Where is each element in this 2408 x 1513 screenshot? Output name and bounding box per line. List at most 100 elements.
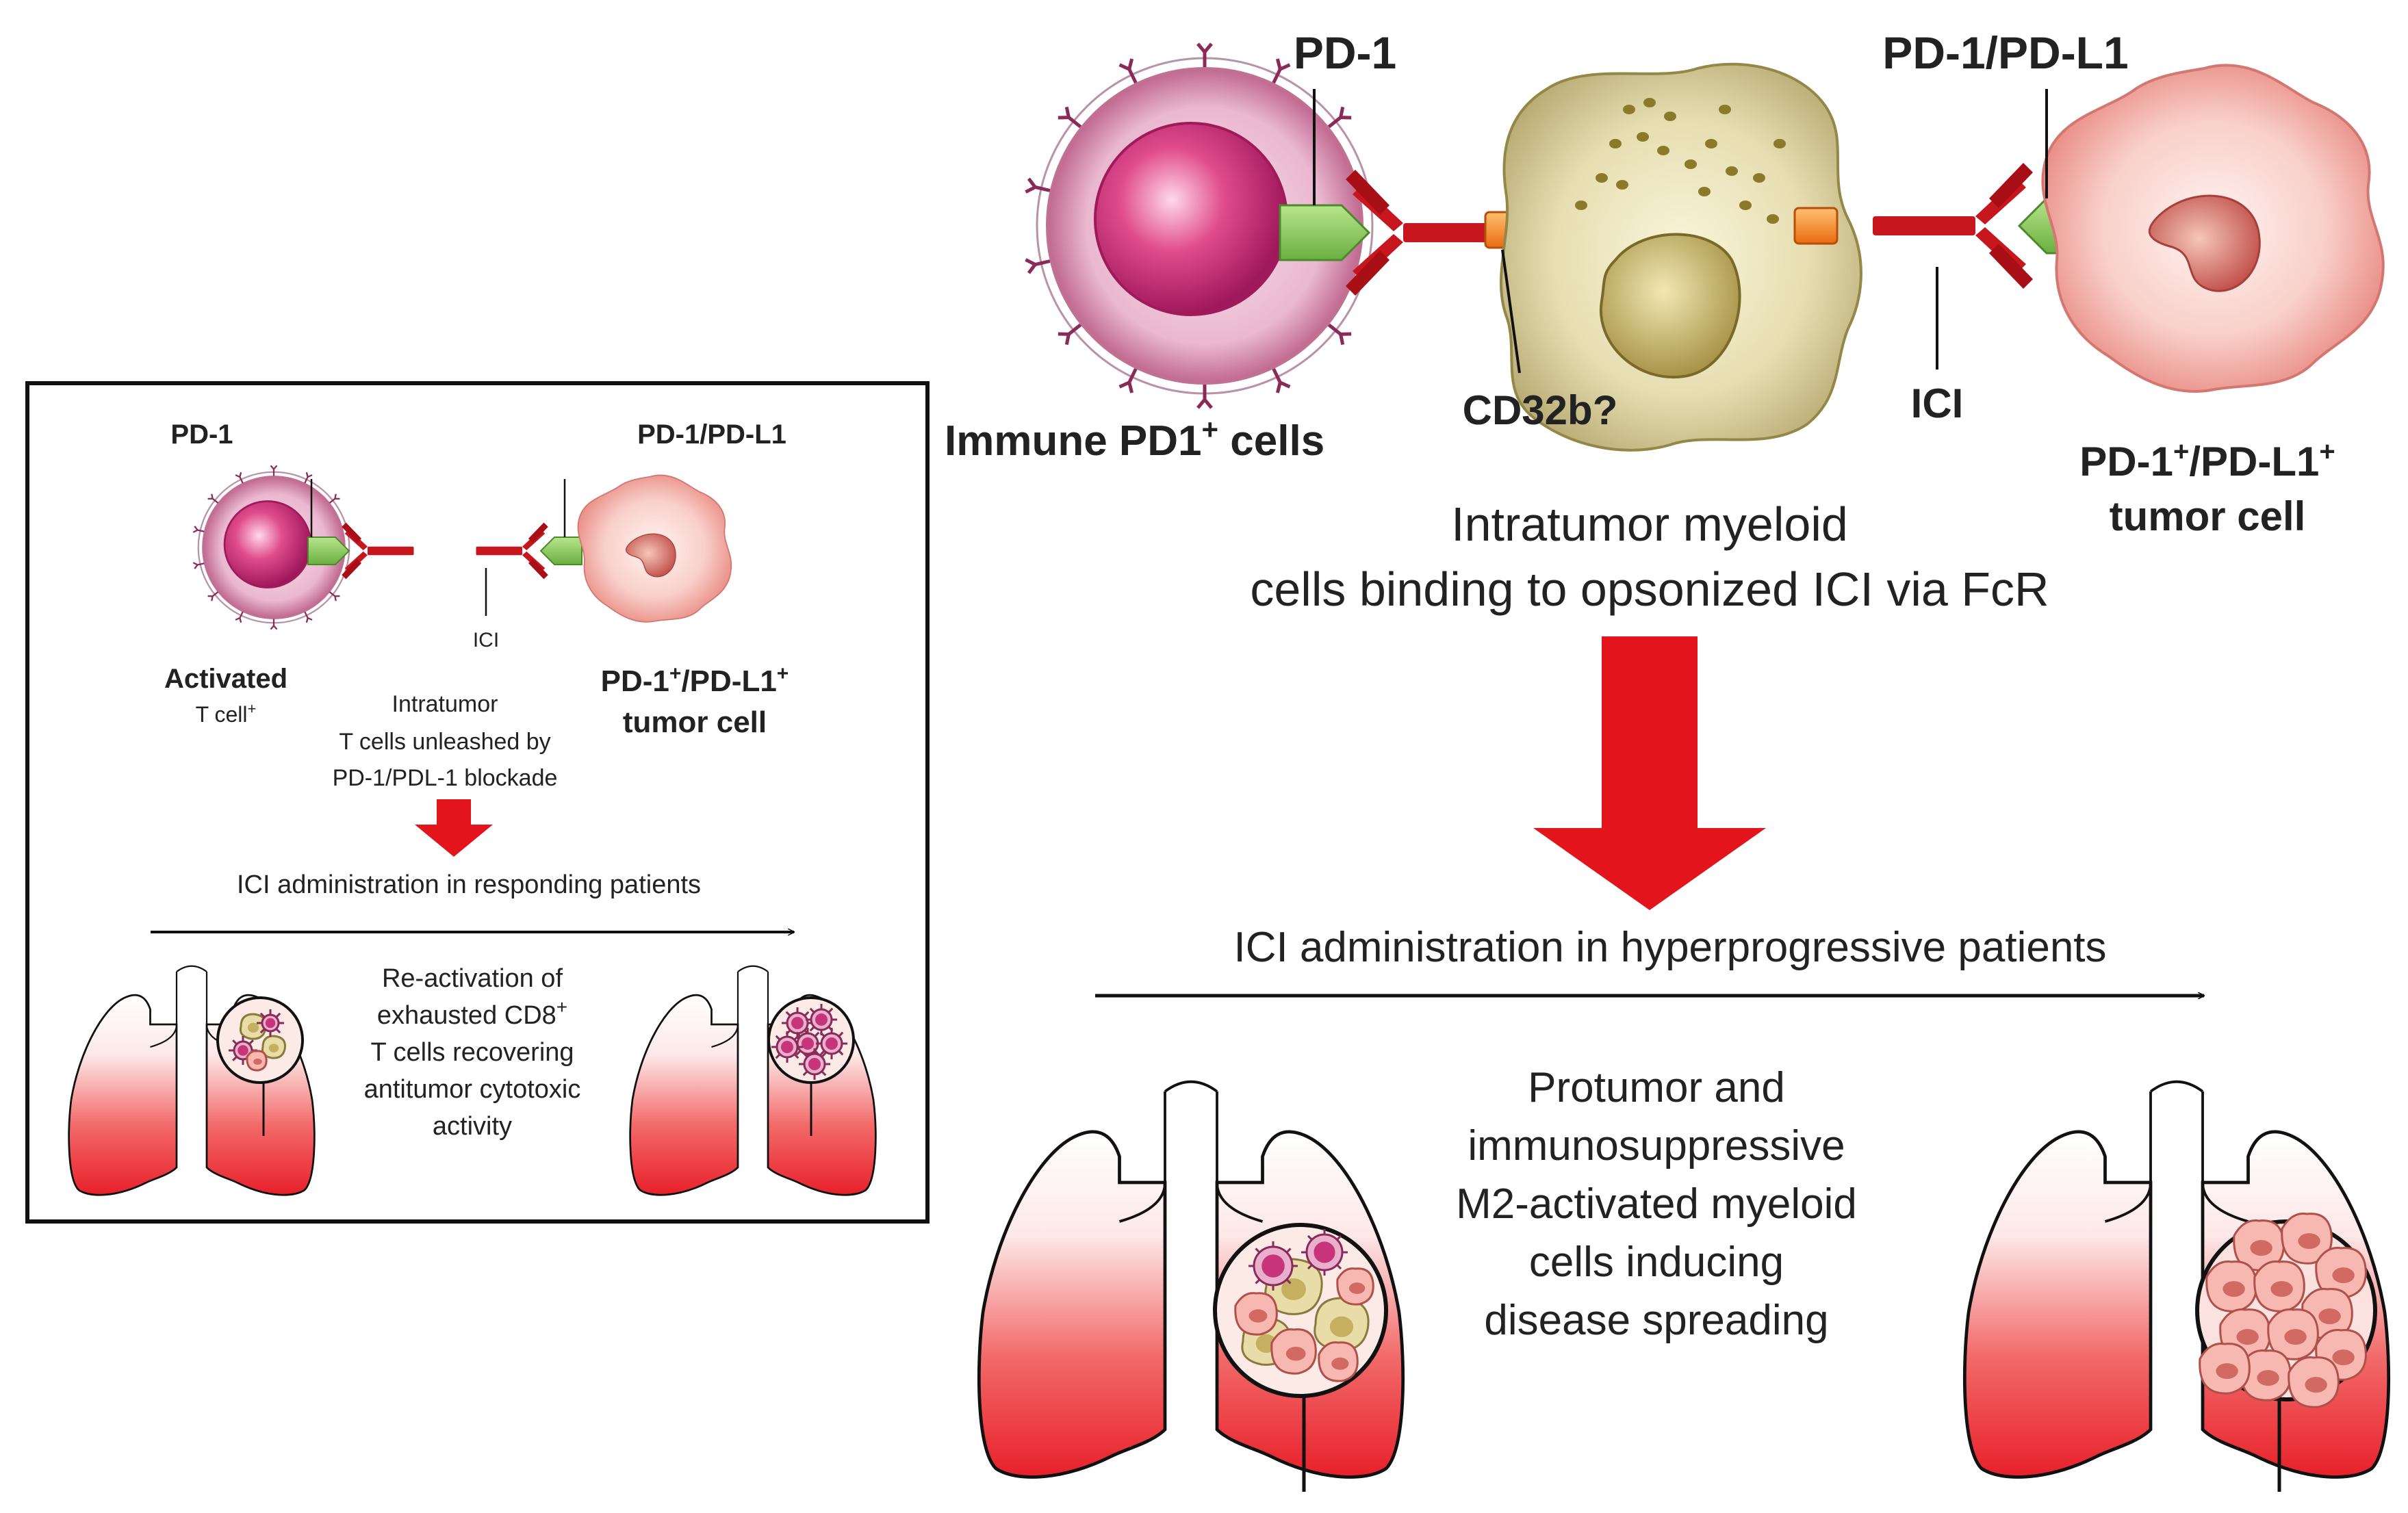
mini-t-spike xyxy=(1285,1247,1292,1254)
mini-t-spike xyxy=(838,1031,844,1037)
mini-t-spike xyxy=(804,1011,810,1017)
pd1-receptor-top xyxy=(1279,204,1371,261)
mini-t-spike xyxy=(275,1028,281,1034)
immune-t-cell xyxy=(1025,44,1374,408)
mini-tumor-nucleus xyxy=(1331,1357,1349,1370)
tumor-zoom-mixed xyxy=(1213,1223,1388,1492)
mini-tumor-nucleus xyxy=(2250,1240,2272,1256)
protumor-line-4: cells inducing xyxy=(1529,1239,1784,1286)
inset-responders: PD-1 PD-1/PD-L1 ICI Activated T cell+ PD… xyxy=(25,381,930,1224)
protumor-line-2: immunosuppressive xyxy=(1468,1122,1845,1169)
granule xyxy=(1637,132,1649,142)
mini-t-spike xyxy=(1336,1234,1342,1241)
inset-reactivation-4: antitumor cytotoxic xyxy=(364,1075,581,1104)
ici-antibody-right xyxy=(1873,163,2033,289)
granule xyxy=(1609,139,1622,148)
mini-t-spike xyxy=(795,1031,802,1037)
mini-myeloid-nucleus xyxy=(1329,1316,1354,1338)
mini-tumor-nucleus xyxy=(1248,1309,1268,1323)
mini-tumor-nucleus xyxy=(1348,1282,1366,1294)
mini-t-spike xyxy=(1336,1264,1342,1270)
mini-t-spike xyxy=(248,1039,254,1045)
mini-t-nucleus xyxy=(791,1017,804,1029)
inset-pdl1-receptor xyxy=(539,536,582,565)
mini-t-spike xyxy=(775,1035,781,1041)
mini-tumor-nucleus xyxy=(253,1058,262,1065)
tumor-cell-label-top-2: tumor cell xyxy=(2110,493,2306,539)
mini-t-spike xyxy=(821,1052,827,1058)
mini-t-spike xyxy=(1255,1247,1261,1254)
inset-activated-label: Activated xyxy=(164,664,287,694)
mini-tumor-nucleus xyxy=(2332,1267,2355,1284)
mini-t-nucleus xyxy=(825,1037,838,1050)
inset-pd1-label: PD-1 xyxy=(170,419,233,450)
immune-cells-label: Immune PD1+ cells xyxy=(945,413,1324,465)
mini-t-spike xyxy=(232,1056,238,1061)
t-cell-spike xyxy=(1025,179,1051,197)
granule xyxy=(1596,173,1608,183)
granule xyxy=(1616,180,1628,190)
mini-t-spike xyxy=(809,1007,815,1013)
mini-t-spike xyxy=(1307,1234,1313,1241)
mini-myeloid-nucleus xyxy=(1281,1278,1306,1300)
t-cell-spike xyxy=(1198,44,1212,67)
inset-intratumor-3: PD-1/PDL-1 blockade xyxy=(333,765,558,791)
inset-t-cell xyxy=(192,465,350,630)
granule xyxy=(1698,187,1711,196)
tumor-zoom-tumor-cluster xyxy=(2195,1213,2377,1492)
inset-reactivation-3: T cells recovering xyxy=(370,1038,574,1067)
mini-tumor-nucleus xyxy=(1285,1346,1306,1361)
cd32b-label: CD32b? xyxy=(1463,387,1618,433)
protumor-line-3: M2-activated myeloid xyxy=(1456,1180,1857,1228)
mini-t-nucleus xyxy=(808,1058,821,1070)
inset-tumor-cell xyxy=(577,474,732,623)
fc-receptor-right xyxy=(1793,207,1839,245)
mini-t-spike xyxy=(819,1050,825,1056)
inset-tumor-label-1: PD-1+/PD-L1+ xyxy=(601,662,789,699)
mini-myeloid-nucleus xyxy=(268,1044,279,1052)
mini-tumor-nucleus xyxy=(2223,1281,2245,1297)
mini-tumor-nucleus xyxy=(2257,1370,2279,1386)
mini-t-spike xyxy=(821,1070,827,1076)
tumor-cell-label-top: PD-1+/PD-L1+ xyxy=(2079,437,2335,484)
mini-t-nucleus xyxy=(1261,1254,1285,1278)
mini-t-spike xyxy=(259,1012,266,1018)
pd1-label-top: PD-1 xyxy=(1294,27,1396,78)
mini-t-nucleus xyxy=(815,1013,828,1026)
pdl1-label-top: PD-1/PD-L1 xyxy=(1882,27,2128,78)
t-cell-spike xyxy=(1198,385,1212,408)
myeloid-caption-1: Intratumor myeloid xyxy=(1451,497,1848,551)
inset-intratumor-2: T cells unleashed by xyxy=(339,729,550,755)
mini-tumor-nucleus xyxy=(2318,1308,2341,1325)
inset-red-arrow xyxy=(415,799,493,857)
mini-t-spike xyxy=(809,1026,815,1032)
granule xyxy=(1575,201,1587,210)
granule xyxy=(1773,139,1786,148)
granule xyxy=(1664,112,1676,121)
mini-t-spike xyxy=(1285,1278,1292,1284)
big-red-arrow xyxy=(1533,636,1766,910)
mini-t-nucleus xyxy=(238,1045,248,1056)
mini-t-spike xyxy=(814,1031,820,1037)
mini-t-spike xyxy=(1255,1278,1261,1284)
inset-tumor-label-2: tumor cell xyxy=(623,706,767,739)
granule xyxy=(1767,214,1779,224)
mini-t-nucleus xyxy=(802,1037,814,1050)
inset-pd1-receptor xyxy=(307,536,350,565)
mini-tumor-nucleus xyxy=(2236,1329,2259,1345)
mini-tumor-nucleus xyxy=(2270,1281,2293,1297)
mini-t-spike xyxy=(838,1050,844,1056)
inset-intratumor-1: Intratumor xyxy=(392,691,498,717)
mini-t-spike xyxy=(795,1050,802,1056)
mini-tumor-nucleus xyxy=(2298,1233,2320,1250)
mini-tumor-nucleus xyxy=(2216,1363,2238,1380)
granule xyxy=(1705,139,1717,148)
inset-pdl1-label: PD-1/PD-L1 xyxy=(637,419,786,450)
mini-t-spike xyxy=(819,1031,825,1037)
t-cell-spike xyxy=(1025,255,1051,273)
inset-zoom-before xyxy=(216,996,304,1136)
inset-arrow-label: ICI administration in responding patient… xyxy=(237,870,701,899)
granule xyxy=(1753,173,1765,183)
mini-t-nucleus xyxy=(781,1041,793,1053)
